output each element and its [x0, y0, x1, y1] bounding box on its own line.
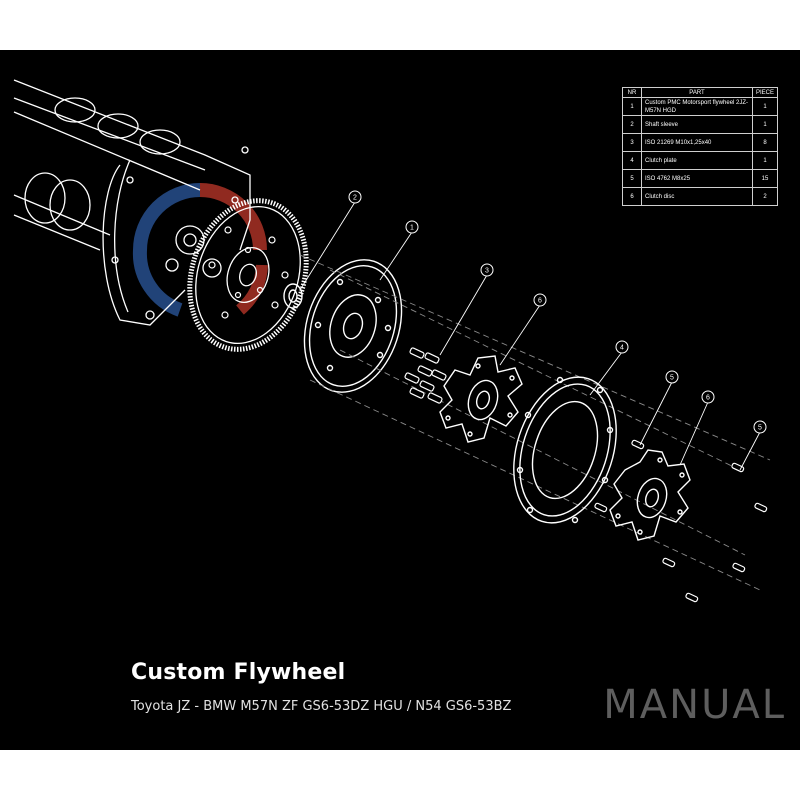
- row-part: Clutch disc: [641, 187, 753, 206]
- row-part: Clutch plate: [641, 151, 753, 170]
- row-piece: 15: [751, 169, 779, 188]
- row-nr: 3: [622, 133, 642, 152]
- header-nr: NR: [622, 87, 642, 98]
- table-row: 3 ISO 21269 M10x1,25x40 8: [622, 133, 779, 152]
- callout-leaders: [299, 201, 761, 471]
- row-piece: 1: [751, 115, 779, 134]
- callout-label: 6: [538, 298, 542, 305]
- parts-table: NR PART PIECE 1 Custom PMC Motorsport fl…: [622, 87, 779, 206]
- clutch-plate: [513, 376, 617, 524]
- row-piece: 2: [751, 187, 779, 206]
- exploded-view-drawing: 2 1 3 6 4 5 6 5: [13, 79, 771, 603]
- callout-bubble: [405, 220, 419, 234]
- header-part: PART: [641, 87, 753, 98]
- table-row: 4 Clutch plate 1: [622, 151, 779, 170]
- table-row: 5 ISO 4762 M8x25 15: [622, 169, 779, 188]
- engine-block: [13, 79, 251, 326]
- row-part: ISO 4762 M8x25: [641, 169, 753, 188]
- callout-bubble: [533, 293, 547, 307]
- callout-label: 5: [758, 425, 762, 432]
- callout-bubble: [753, 420, 767, 434]
- row-nr: 1: [622, 97, 642, 116]
- parts-table-header-row: NR PART PIECE: [622, 87, 779, 98]
- callout-bubbles: [348, 190, 767, 434]
- callout-label: 3: [485, 268, 489, 275]
- callout-bubble: [665, 370, 679, 384]
- bolts-m8: [594, 439, 768, 603]
- manual-watermark: MANUAL: [603, 682, 786, 728]
- callout-label: 5: [670, 375, 674, 382]
- shaft-sleeve: [283, 283, 303, 309]
- row-piece: 1: [751, 97, 779, 116]
- clutch-disc-2: [609, 449, 691, 541]
- table-row: 6 Clutch disc 2: [622, 187, 779, 206]
- callout-bubble: [348, 190, 362, 204]
- table-row: 2 Shaft sleeve 1: [622, 115, 779, 134]
- row-piece: 8: [751, 133, 779, 152]
- callout-bubble: [701, 390, 715, 404]
- row-nr: 6: [622, 187, 642, 206]
- table-row: 1 Custom PMC Motorsport flywheel 2JZ-M57…: [622, 97, 779, 116]
- callout-label: 2: [353, 195, 357, 202]
- page-title: Custom Flywheel: [131, 660, 346, 685]
- callout-label: 4: [620, 345, 624, 352]
- bolts-m10: [404, 347, 447, 404]
- callout-bubble: [480, 263, 494, 277]
- diagram-panel: 2 1 3 6 4 5 6 5 NR PART PIECE 1 Custom P…: [0, 50, 800, 750]
- logo-watermark: [132, 183, 268, 317]
- row-nr: 2: [622, 115, 642, 134]
- clutch-disc-1: [439, 355, 523, 443]
- row-nr: 4: [622, 151, 642, 170]
- header-piece: PIECE: [751, 87, 779, 98]
- page-subtitle: Toyota JZ - BMW M57N ZF GS6-53DZ HGU / N…: [131, 699, 512, 714]
- alignment-lines: [299, 254, 771, 591]
- row-part: ISO 21269 M10x1,25x40: [641, 133, 753, 152]
- callout-label: 6: [706, 395, 710, 402]
- row-part: Shaft sleeve: [641, 115, 753, 134]
- row-nr: 5: [622, 169, 642, 188]
- callout-bubble: [615, 340, 629, 354]
- callout-label: 1: [410, 225, 414, 232]
- row-piece: 1: [751, 151, 779, 170]
- row-part: Custom PMC Motorsport flywheel 2JZ-M57N …: [641, 97, 753, 116]
